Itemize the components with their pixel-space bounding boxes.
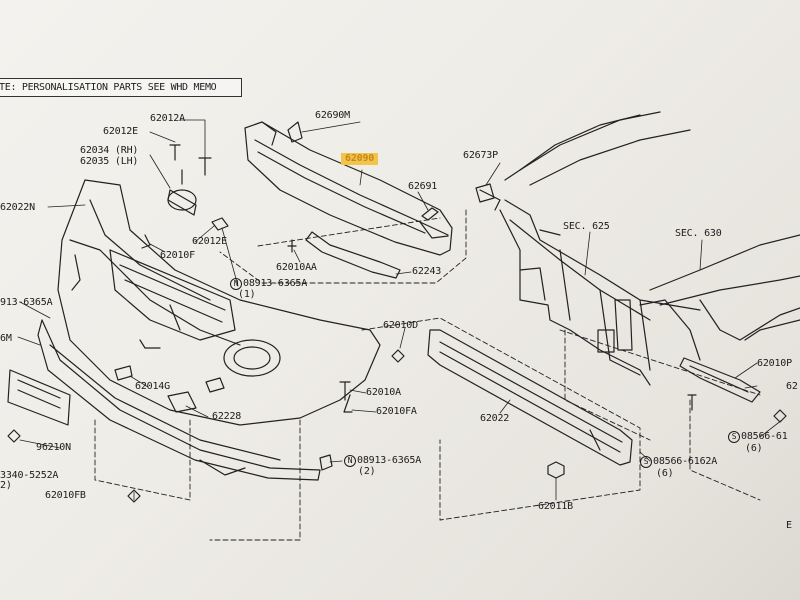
label-62010fb: 62010FB (45, 490, 86, 501)
energy-absorber-62022 (427, 329, 633, 466)
label-62673p: 62673P (463, 150, 498, 161)
label-62022: 62022 (480, 413, 510, 424)
front-bumper-fascia-62022n (57, 179, 381, 426)
note-banner: TE: PERSONALISATION PARTS SEE WHD MEMO (0, 78, 242, 97)
label-62012e-top: 62012E (103, 126, 138, 137)
label-62010fa: 62010FA (376, 406, 417, 417)
label-62690m: 62690M (315, 110, 350, 121)
label-62014g: 62014G (135, 381, 170, 392)
label-62228: 62228 (212, 411, 242, 422)
license-bracket-96210n (7, 369, 71, 426)
label-08913-6365a-top-qty: (1) (238, 289, 256, 300)
label-62010p: 62010P (757, 358, 792, 369)
label-e-corner: E (786, 520, 792, 531)
label-62012a: 62012A (150, 113, 185, 124)
label-62243: 62243 (412, 266, 442, 277)
bumper-reinforcement-62090 (244, 121, 453, 256)
lower-spoiler (37, 319, 321, 481)
label-08340-qty: 2) (0, 480, 12, 491)
circle-n-badge: N (230, 278, 242, 290)
label-08340-5252a: 3340-5252A (0, 470, 59, 481)
label-62022n: 62022N (0, 202, 35, 213)
clip-62691 (421, 207, 439, 221)
radiator-core-support (479, 114, 701, 386)
label-96210n: 96210N (36, 442, 71, 453)
label-08566-61-qty: (6) (745, 443, 763, 454)
fog-lamp-bracket (167, 189, 197, 211)
label-08566-6162a-qty: (6) (656, 468, 674, 479)
label-62691: 62691 (408, 181, 438, 192)
strip-62243 (305, 231, 401, 279)
label-62011b: 62011B (538, 501, 573, 512)
label-62010d: 62010D (383, 320, 418, 331)
label-62034-rh: 62034 (RH) (80, 145, 139, 156)
note-text: TE: PERSONALISATION PARTS SEE WHD MEMO (0, 82, 217, 93)
circle-s-badge-2: S (640, 456, 652, 468)
label-62010a: 62010A (366, 387, 401, 398)
label-08566-6162a-text: 08566-6162A (653, 456, 718, 467)
label-sec-630: SEC. 630 (675, 228, 722, 239)
label-08913-6365a-top-text: 08913-6365A (243, 278, 308, 289)
label-6m: 6M (0, 333, 12, 344)
label-08566-61-text: 08566-61 (741, 431, 788, 442)
circle-n-badge-2: N (344, 455, 356, 467)
label-62-right: 62 (786, 381, 798, 392)
label-62035-lh: 62035 (LH) (80, 156, 139, 167)
label-62012e-mid: 62012E (192, 236, 227, 247)
fender-outline (519, 111, 800, 361)
bracket-62690m (287, 121, 303, 143)
label-913-6365a-left: 913-6365A (0, 297, 53, 308)
label-62090-highlighted: 62090 (341, 153, 379, 165)
label-sec-625: SEC. 625 (563, 221, 610, 232)
label-62010f: 62010F (160, 250, 195, 261)
circle-s-badge: S (728, 431, 740, 443)
label-62010aa: 62010AA (276, 262, 317, 273)
label-08913-6365a-bot-qty: (2) (358, 466, 376, 477)
label-08913-6365a-bot-text: 08913-6365A (357, 455, 422, 466)
